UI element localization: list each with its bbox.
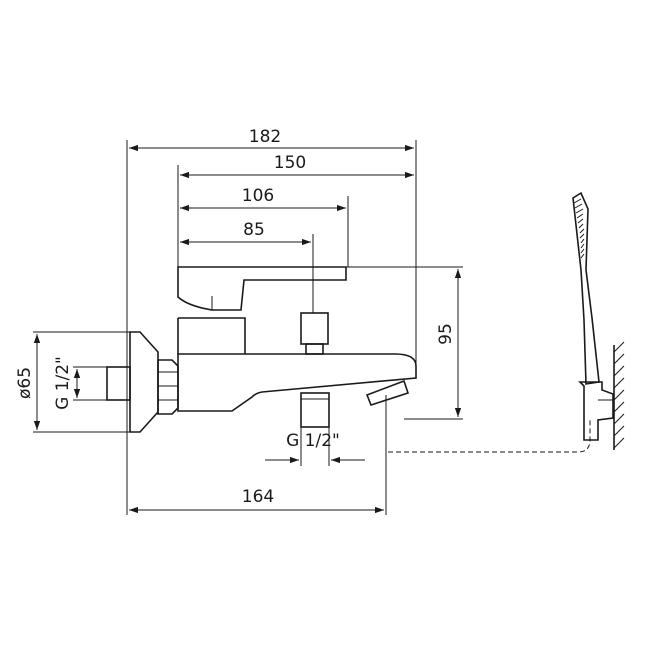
dim-85: 85 — [243, 220, 265, 240]
dim-thread-bottom: G 1/2" — [286, 431, 340, 451]
height-dimension — [346, 266, 463, 420]
dim-thread-left: G 1/2" — [53, 356, 73, 410]
dim-164: 164 — [242, 487, 274, 507]
outlet-thread-dimension — [265, 427, 365, 466]
mixer-body — [177, 353, 417, 412]
wall-section — [613, 341, 625, 450]
dim-95: 95 — [436, 323, 456, 345]
dim-106: 106 — [242, 186, 274, 206]
diverter-knob — [300, 312, 329, 345]
cartridge-housing — [177, 317, 246, 354]
hand-shower — [572, 191, 614, 441]
handle-lever — [177, 266, 347, 311]
left-inlet-dimensions — [33, 331, 130, 433]
faucet-body — [106, 266, 417, 433]
outlet-connector — [300, 392, 330, 428]
dim-182: 182 — [249, 127, 281, 147]
hose-dashed — [385, 414, 591, 453]
spout-tip — [365, 379, 410, 406]
dim-150: 150 — [274, 153, 306, 173]
dim-diameter-65: ø65 — [15, 367, 35, 399]
wall-flange — [129, 331, 159, 433]
hex-nut — [157, 359, 179, 415]
